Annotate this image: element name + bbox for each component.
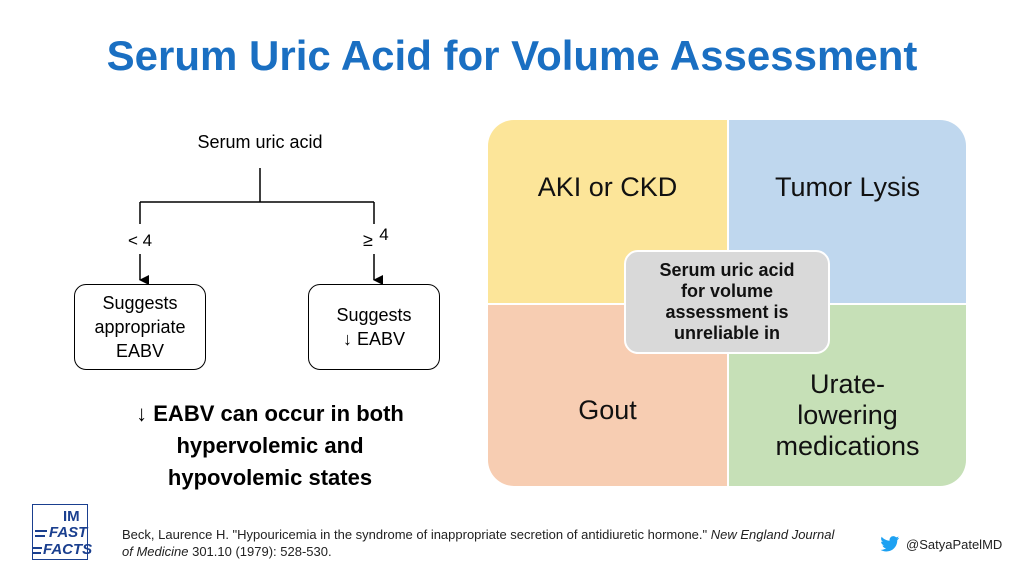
flow-node-left-line-2: appropriate [94, 317, 186, 337]
logo-speed-lines-icon [33, 530, 47, 554]
citation-tail: 301.10 (1979): 528-530. [188, 544, 332, 559]
citation-text: Beck, Laurence H. "Hypouricemia in the s… [122, 527, 711, 542]
flow-node-left-line-1: Suggests [102, 293, 178, 313]
logo-line-im: IM [63, 508, 80, 525]
flow-right-branch-symbol: ≥ [363, 230, 373, 250]
flow-right-branch-value: 4 [379, 225, 388, 244]
twitter-handle-text: @SatyaPatelMD [906, 536, 1003, 552]
flow-node-left-line-3: EABV [115, 341, 164, 361]
quadrant-urate-line-3: medications [775, 431, 920, 461]
quadrant-tumor-lysis-label: Tumor Lysis [774, 172, 921, 202]
quadrant-urate-line-2: lowering [797, 400, 898, 430]
twitter-handle[interactable]: @SatyaPatelMD [880, 536, 1002, 552]
flowchart: Serum uric acid < 4 ≥ 4 [128, 132, 389, 285]
flow-node-right-line-1: Suggests [336, 305, 412, 325]
eabv-note-line-1: ↓ EABV can occur in both [136, 401, 404, 426]
flow-node-right-line-2: ↓ EABV [342, 329, 406, 349]
quadrant-urate-line-1: Urate- [809, 369, 885, 399]
center-caption-box: Serum uric acid for volume assessment is… [624, 250, 830, 354]
center-caption-line-2: for volume [680, 281, 773, 301]
citation-journal: New England Journal of Medicine [122, 527, 835, 559]
eabv-note: ↓ EABV can occur in both hypervolemic an… [70, 398, 470, 494]
quadrant-aki-ckd-label: AKI or CKD [537, 172, 678, 202]
flow-root-label: Serum uric acid [197, 132, 322, 152]
page-title: Serum Uric Acid for Volume Assessment [106, 32, 918, 79]
twitter-bird-icon [880, 536, 900, 552]
logo-line-facts: FACTS [43, 541, 93, 558]
logo-line-fast: FAST [49, 524, 88, 541]
flow-left-branch-label: < 4 [128, 231, 152, 250]
im-fast-facts-logo: IM FAST FACTS [32, 504, 92, 560]
eabv-note-line-3: hypovolemic states [167, 465, 373, 490]
center-caption-line-3: assessment is [665, 302, 789, 322]
eabv-note-line-2: hypervolemic and [176, 433, 364, 458]
flow-node-appropriate-eabv: Suggests appropriate EABV [74, 284, 206, 370]
quadrant-gout-label: Gout [578, 395, 637, 425]
center-caption-line-4: unreliable in [673, 323, 781, 343]
citation: Beck, Laurence H. "Hypouricemia in the s… [122, 526, 842, 560]
center-caption-line-1: Serum uric acid [659, 260, 795, 280]
flow-node-decreased-eabv: Suggests ↓ EABV [308, 284, 440, 370]
